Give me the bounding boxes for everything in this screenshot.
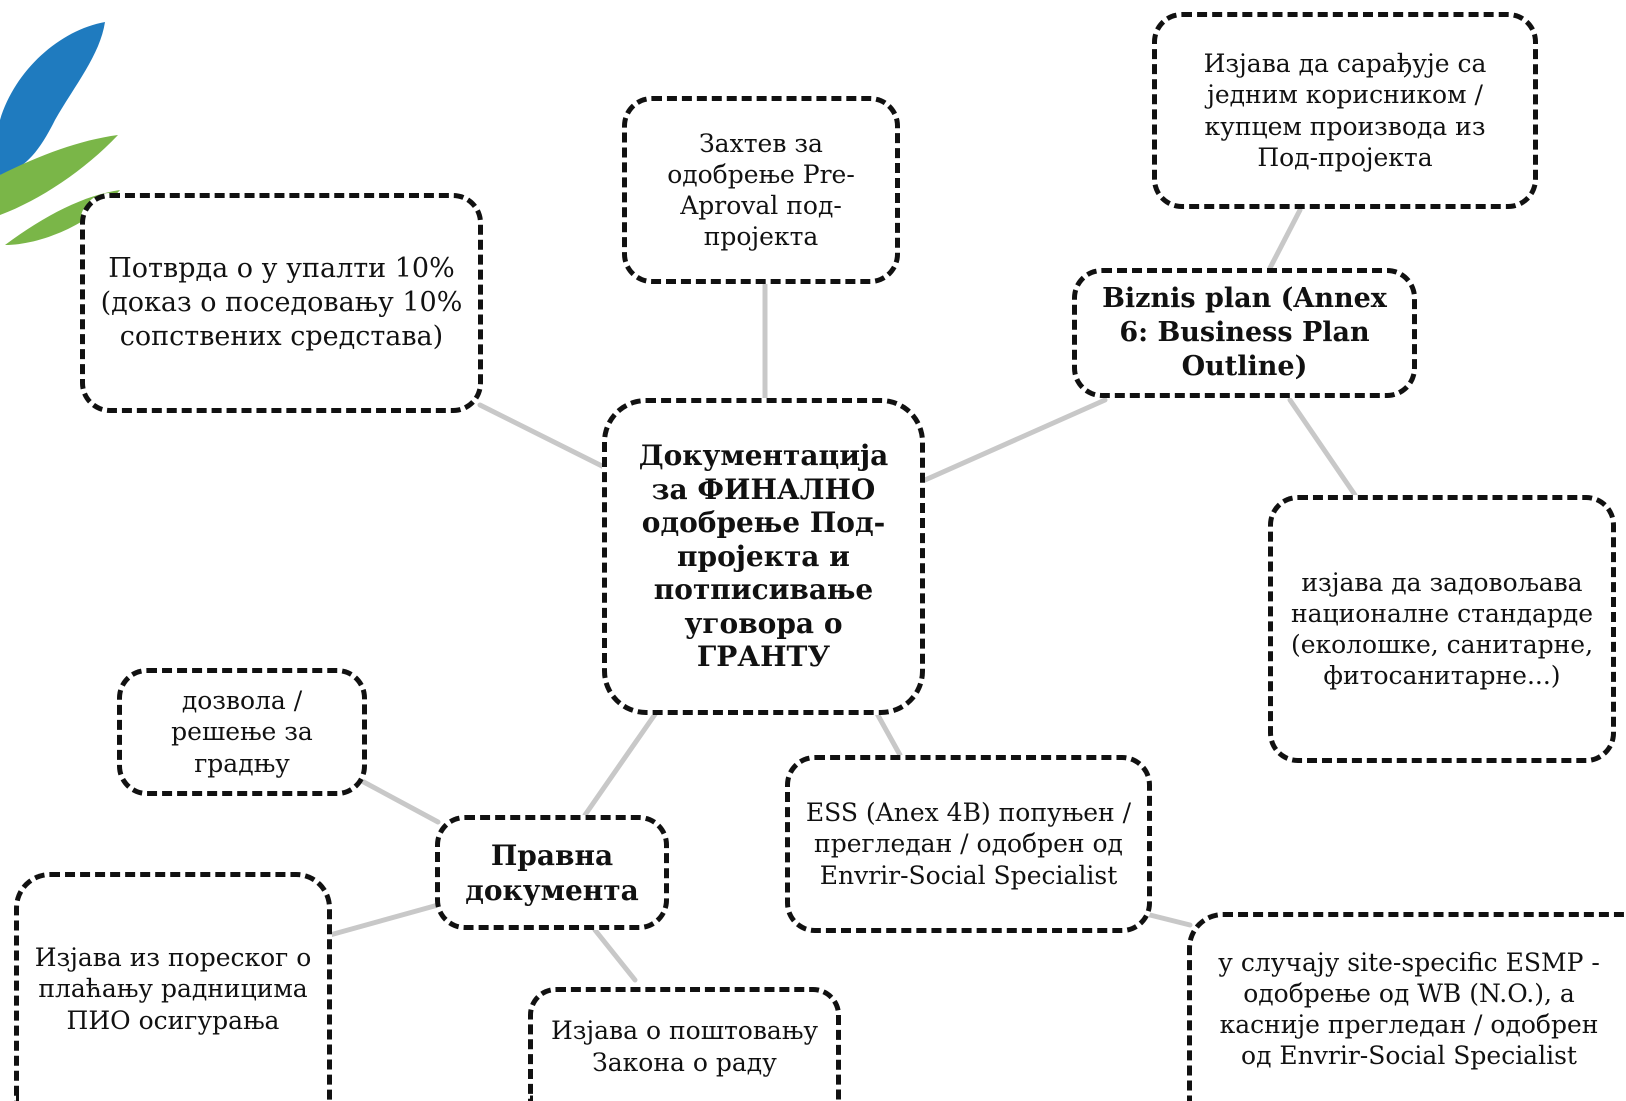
connector-payment — [477, 402, 613, 473]
node-biznis-plan-label: Biznis plan (Annex 6: Business Plan Outl… — [1102, 283, 1387, 382]
node-ess-label: ESS (Anex 4B) попуњен / прегледан / одоб… — [805, 798, 1132, 890]
node-cooperation: Изјава да сарађује са једним корисником … — [1152, 12, 1538, 209]
connector-labor — [592, 927, 638, 983]
connector-esmp — [1147, 912, 1193, 928]
node-national-standards-label: изјава да задовољава националне стандард… — [1290, 567, 1594, 691]
connector-cooperation — [1267, 207, 1303, 271]
connector-standards — [1287, 397, 1358, 498]
node-building-permit-label: дозвола / решење за градњу — [171, 686, 313, 778]
node-pre-approval-label: Захтев за одобрење Pre-Aproval под-проје… — [667, 128, 855, 252]
center-node-label: Документација за ФИНАЛНО одобрење Под-пр… — [638, 438, 889, 674]
connector-legal — [582, 707, 661, 818]
node-labor-law-label: Изјава о поштовању Закона о раду — [550, 1016, 819, 1077]
node-national-standards: изјава да задовољава националне стандард… — [1268, 495, 1616, 763]
node-ess: ESS (Anex 4B) попуњен / прегледан / одоб… — [785, 755, 1152, 933]
node-labor-law: Изјава о поштовању Закона о раду — [528, 987, 841, 1101]
node-esmp-label: у случају site-specific ESMP - одобрење … — [1218, 947, 1600, 1071]
node-esmp: у случају site-specific ESMP - одобрење … — [1187, 912, 1626, 1101]
node-legal-docs: Правна документа — [435, 815, 669, 930]
node-building-permit: дозвола / решење за градњу — [117, 668, 367, 796]
node-tax-statement-label: Изјава из пореског о плаћању радницима П… — [34, 943, 312, 1035]
node-payment-10: Потврда о у упалти 10% (доказ о поседова… — [80, 193, 483, 413]
connector-biznis-plan — [922, 397, 1108, 483]
connector-ess — [872, 707, 903, 758]
connector-permit — [357, 777, 441, 825]
center-node: Документација за ФИНАЛНО одобрење Под-пр… — [602, 398, 925, 715]
node-cooperation-label: Изјава да сарађује са једним корисником … — [1203, 49, 1487, 172]
node-biznis-plan: Biznis plan (Annex 6: Business Plan Outl… — [1072, 268, 1417, 398]
node-tax-statement: Изјава из пореског о плаћању радницима П… — [14, 872, 332, 1101]
connector-tax — [327, 902, 441, 938]
node-payment-10-label: Потврда о у упалти 10% (доказ о поседова… — [100, 253, 463, 352]
node-pre-approval: Захтев за одобрење Pre-Aproval под-проје… — [622, 96, 900, 284]
node-legal-docs-label: Правна документа — [465, 838, 639, 907]
